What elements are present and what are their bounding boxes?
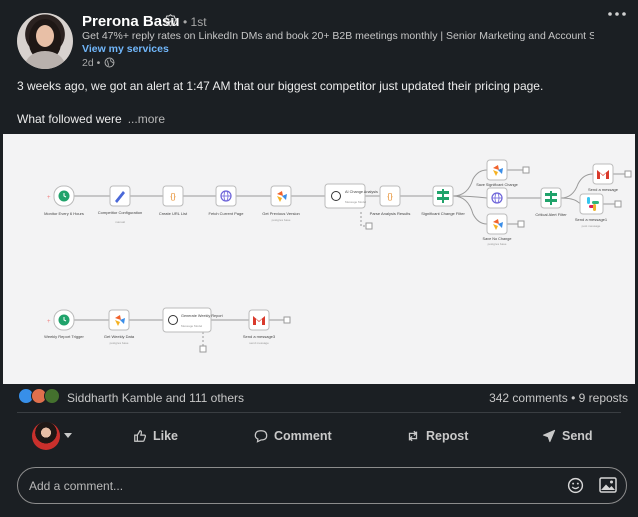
more-options-icon[interactable]	[606, 7, 628, 21]
svg-text:Monitor Every 6 Hours: Monitor Every 6 Hours	[44, 211, 84, 216]
svg-text:Send a message1: Send a message1	[575, 217, 608, 222]
svg-text:Critical Alert Filter: Critical Alert Filter	[535, 212, 567, 217]
viewer-avatar[interactable]	[32, 422, 60, 450]
workflow-image[interactable]: Monitor Every 6 Hours Competitor Configu…	[3, 134, 635, 384]
thumbs-up-icon	[134, 430, 147, 442]
node-weekly-data: Get Weekly Data postgres base	[104, 309, 135, 345]
support-reaction-icon	[44, 388, 60, 404]
plus-icon: +	[47, 195, 51, 201]
svg-text:{}: {}	[170, 192, 176, 201]
comments-reposts-count[interactable]: 342 comments • 9 reposts	[489, 391, 628, 405]
action-bar: Like Comment Repost Send	[0, 420, 638, 454]
svg-text:Send a message3: Send a message3	[243, 334, 276, 339]
svg-text:Get Previous Version: Get Previous Version	[262, 211, 300, 216]
author-name[interactable]: Prerona Basu	[82, 13, 180, 30]
node-competitor-config: Competitor Configuration manual	[98, 185, 142, 224]
svg-text:Parse Analysis Results: Parse Analysis Results	[370, 211, 411, 216]
node-save-no-change: Save No Change postgres base	[483, 213, 512, 246]
svg-text:manual: manual	[115, 220, 125, 224]
svg-text:{}: {}	[387, 192, 393, 201]
post-text-line2: What followed were ...more	[17, 112, 165, 126]
svg-text:Generate Weekly Report: Generate Weekly Report	[181, 314, 224, 318]
svg-text:Save No Change: Save No Change	[483, 237, 512, 241]
comment-label: Comment	[274, 429, 332, 443]
like-button[interactable]: Like	[133, 429, 178, 443]
node-parse: {} Parse Analysis Results	[370, 185, 411, 216]
see-more-link[interactable]: ...more	[127, 112, 166, 126]
svg-text:AI Change Analysis: AI Change Analysis	[345, 190, 378, 194]
like-label: Like	[153, 429, 179, 443]
svg-text:post message: post message	[582, 224, 601, 228]
svg-text:Message Model: Message Model	[181, 324, 203, 328]
node-gen-report: Generate Weekly Report Message Model	[162, 307, 224, 333]
svg-text:Competitor Configuration: Competitor Configuration	[98, 210, 142, 215]
node-create-url: {} Create URL List	[159, 185, 188, 216]
svg-text:Fetch Current Page: Fetch Current Page	[209, 211, 245, 216]
svg-text:Weekly Report Trigger: Weekly Report Trigger	[44, 334, 84, 339]
emoji-icon[interactable]	[567, 477, 584, 494]
post-time: 2d •	[82, 57, 101, 69]
repost-label: Repost	[426, 429, 469, 443]
author-headline: Get 47%+ reply rates on LinkedIn DMs and…	[82, 30, 594, 42]
post-text-line1: 3 weeks ago, we got an alert at 1:47 AM …	[17, 79, 544, 93]
svg-text:postgres base: postgres base	[272, 218, 291, 222]
svg-text:Save Significant Change: Save Significant Change	[476, 183, 518, 187]
svg-text:Significant Change Filter: Significant Change Filter	[421, 211, 465, 216]
svg-text:Send a message: Send a message	[588, 187, 619, 192]
repost-button[interactable]: Repost	[406, 429, 468, 443]
post-text-lead: What followed were	[17, 112, 122, 126]
node-monitor: Monitor Every 6 Hours	[44, 185, 84, 216]
svg-text:send message: send message	[249, 341, 269, 345]
verified-icon	[164, 14, 177, 27]
send-label: Send	[562, 429, 593, 443]
node-fetch-page: Fetch Current Page	[209, 185, 245, 216]
svg-text:Message Model: Message Model	[345, 200, 367, 204]
svg-text:postgres base: postgres base	[488, 242, 507, 246]
post-header: Prerona Basu • 1st Get 47%+ reply rates …	[0, 0, 638, 70]
node-send-msg1: Send a message	[588, 163, 619, 192]
comment-button[interactable]: Comment	[254, 429, 332, 443]
image-icon[interactable]	[599, 477, 617, 493]
send-icon	[542, 429, 556, 443]
comment-placeholder: Add a comment...	[29, 479, 124, 493]
reactions-count[interactable]: Siddharth Kamble and 111 others	[67, 391, 245, 405]
node-save-change: Save Significant Change	[476, 159, 518, 187]
node-critical: Critical Alert Filter	[535, 187, 567, 217]
svg-text:postgres base: postgres base	[110, 341, 129, 345]
globe-icon	[104, 57, 115, 68]
send-button[interactable]: Send	[542, 429, 593, 443]
repost-icon	[408, 430, 418, 442]
view-services-link[interactable]: View my services	[82, 43, 169, 55]
node-sig-filter: Significant Change Filter	[421, 185, 465, 216]
comment-input[interactable]: Add a comment...	[17, 467, 627, 504]
comment-icon	[254, 430, 268, 443]
divider	[17, 412, 621, 413]
svg-text:Get Weekly Data: Get Weekly Data	[104, 334, 135, 339]
node-ai-change: AI Change Analysis Message Model	[324, 183, 378, 209]
chevron-down-icon[interactable]	[64, 433, 72, 439]
author-avatar[interactable]	[17, 13, 73, 69]
node-send-msg3: Send a message3 send message	[243, 309, 276, 345]
node-send-msg2: Send a message1 post message	[575, 193, 608, 228]
node-http	[486, 187, 508, 209]
node-weekly-trigger: Weekly Report Trigger	[44, 309, 85, 339]
node-get-prev: Get Previous Version postgres base	[262, 185, 300, 222]
plus-icon: +	[47, 319, 51, 325]
connection-degree: • 1st	[183, 15, 207, 29]
workflow-diagram: Monitor Every 6 Hours Competitor Configu…	[44, 159, 632, 353]
svg-text:Create URL List: Create URL List	[159, 211, 188, 216]
